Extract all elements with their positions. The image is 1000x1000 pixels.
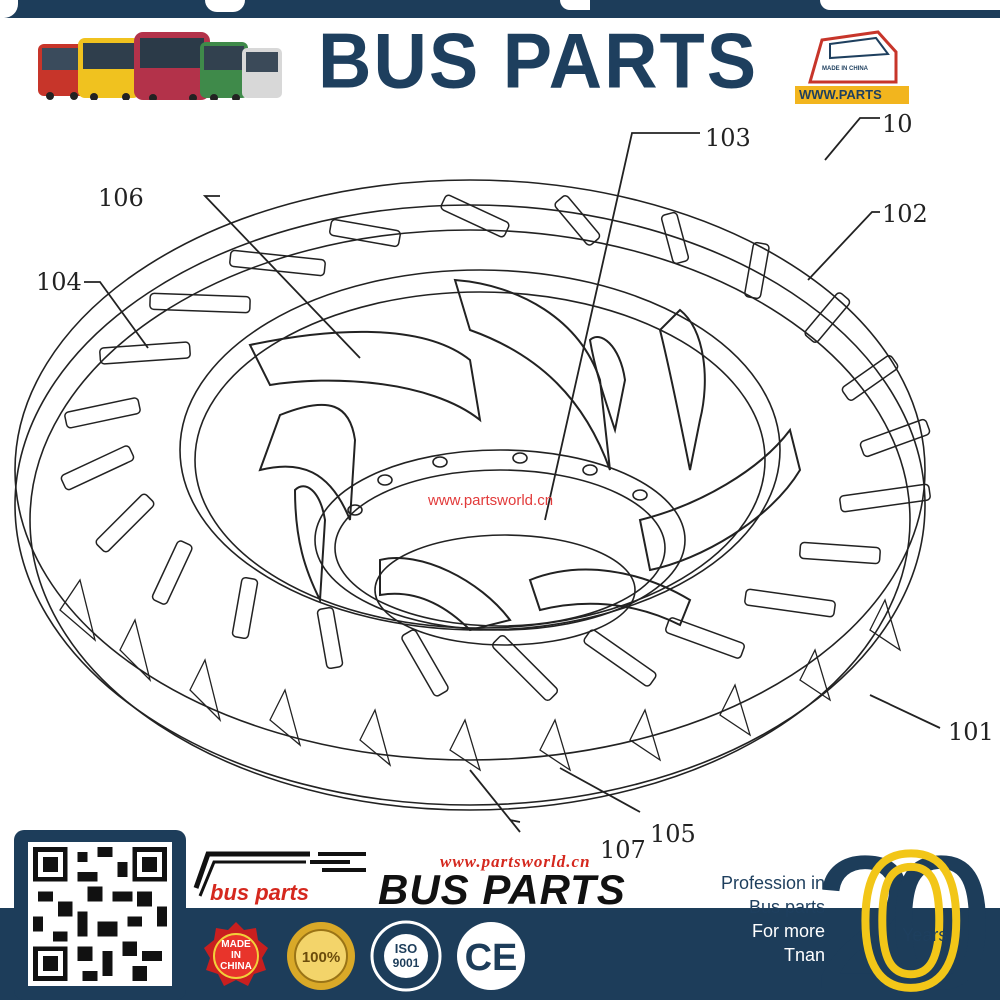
- website-badge[interactable]: WWW.PARTS: [795, 86, 909, 104]
- brake-disc-drawing: 103 10 106 102 104 101 105 107: [14, 110, 994, 860]
- tagline-line-2: Bus parts: [748, 897, 825, 917]
- footer-url[interactable]: www.partsworld.cn: [440, 852, 591, 871]
- tagline-line-4: Tnan: [783, 945, 825, 965]
- internal-vanes: [248, 278, 802, 632]
- callout-101: 101: [948, 718, 994, 746]
- callout-106: 106: [98, 184, 144, 212]
- ventilation-slots: [60, 194, 931, 702]
- callout-10x: 10: [882, 110, 913, 138]
- edge-fins: [59, 578, 902, 772]
- badge-100: 100%: [302, 949, 340, 966]
- badge-china: CHINA: [220, 961, 252, 972]
- callout-104: 104: [36, 268, 82, 296]
- callout-103: 103: [705, 124, 751, 152]
- outer-rim: [14, 179, 926, 761]
- badge-made: MADE: [221, 939, 251, 950]
- iso-9001-badge-icon: ISO 9001: [370, 920, 442, 992]
- badge-9001: 9001: [393, 956, 420, 970]
- satisfaction-badge-icon: 100%: [287, 922, 355, 990]
- watermark-url: www.partsworld.cn: [428, 492, 554, 509]
- callout-107: 107: [600, 836, 646, 860]
- bus-lineup-image: [38, 32, 282, 100]
- tagline-line-1: Profession in: [720, 873, 825, 893]
- twenty-years-graphic: 20 0: [812, 818, 992, 998]
- badge-iso: ISO: [395, 941, 417, 956]
- badge-ce: CE: [465, 937, 518, 979]
- made-in-china-text: MADE IN CHINA: [822, 66, 868, 72]
- tagline-line-3: For more: [751, 921, 825, 941]
- top-band: [0, 0, 1000, 18]
- callout-102: 102: [882, 200, 928, 228]
- logo-text: bus parts: [210, 880, 309, 905]
- callout-leaders: [84, 117, 941, 833]
- badge-in: IN: [231, 950, 241, 961]
- bus-silhouette-icon: [808, 30, 898, 84]
- hub-ring: [314, 449, 686, 631]
- ce-mark-icon: CE: [457, 922, 525, 990]
- callout-105: 105: [650, 820, 696, 848]
- bus-parts-logo-icon: bus parts: [193, 851, 366, 905]
- hub-bolt-holes: [347, 452, 648, 516]
- qr-code-icon[interactable]: [28, 842, 172, 986]
- years-number-shadow: 20: [812, 818, 987, 998]
- page-title: BUS PARTS: [318, 16, 759, 105]
- years-label: Years: [902, 925, 948, 945]
- made-in-china-badge-icon: MADE IN CHINA: [204, 922, 268, 986]
- footer-brand: BUS PARTS: [378, 866, 626, 913]
